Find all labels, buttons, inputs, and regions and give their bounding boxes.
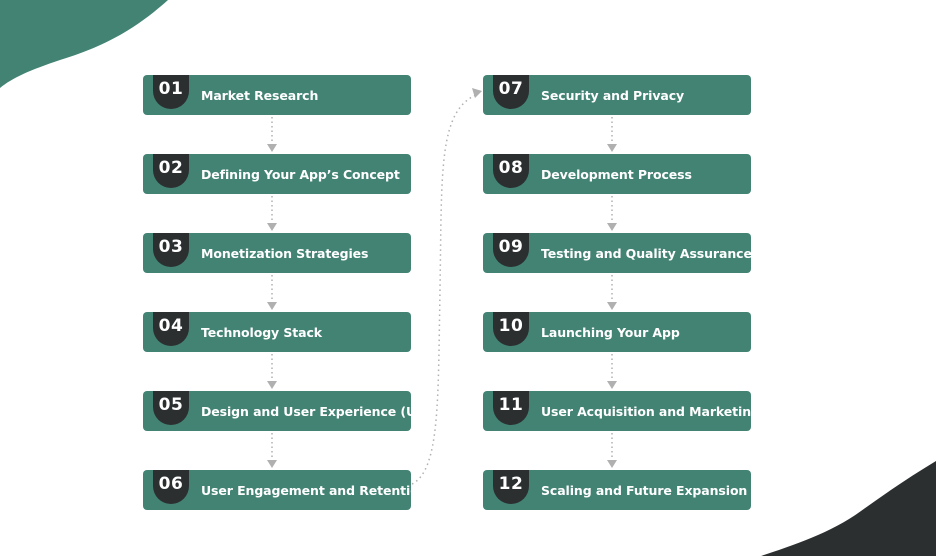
step-label: Development Process (541, 166, 692, 182)
down-arrow-icon (607, 354, 617, 389)
step-label: Technology Stack (201, 324, 322, 340)
step-label: Design and User Experience (UX) (201, 403, 432, 419)
step-label: User Acquisition and Marketing (541, 403, 760, 419)
step-label: User Engagement and Retention (201, 482, 428, 498)
step-label: Testing and Quality Assurance (541, 245, 752, 261)
step-06: 06 User Engagement and Retention (143, 470, 428, 510)
step-number-badge: 09 (493, 233, 529, 267)
down-arrow-icon (607, 433, 617, 468)
down-arrow-icon (267, 275, 277, 310)
step-number-badge: 12 (493, 470, 529, 504)
down-arrow-icon (607, 275, 617, 310)
step-09: 09 Testing and Quality Assurance (483, 233, 752, 273)
step-label: Defining Your App’s Concept (201, 166, 400, 182)
step-number-badge: 08 (493, 154, 529, 188)
down-arrow-icon (267, 196, 277, 231)
step-05: 05 Design and User Experience (UX) (143, 391, 431, 431)
step-number-badge: 03 (153, 233, 189, 267)
step-label: Scaling and Future Expansion (541, 482, 748, 498)
step-number-badge: 01 (153, 75, 189, 109)
step-03: 03 Monetization Strategies (143, 233, 411, 273)
down-arrow-icon (607, 196, 617, 231)
step-label: Market Research (201, 87, 319, 103)
step-number-badge: 06 (153, 470, 189, 504)
step-number-badge: 11 (493, 391, 529, 425)
step-01: 01 Market Research (143, 75, 411, 115)
step-10: 10 Launching Your App (483, 312, 751, 352)
step-number-badge: 10 (493, 312, 529, 346)
top-left-blob (0, 0, 168, 88)
step-number-badge: 07 (493, 75, 529, 109)
step-number-badge: 04 (153, 312, 189, 346)
step-12: 12 Scaling and Future Expansion (483, 470, 751, 510)
step-number-badge: 02 (153, 154, 189, 188)
down-arrow-icon (607, 117, 617, 152)
step-11: 11 User Acquisition and Marketing (483, 391, 760, 431)
bottom-right-blob (761, 461, 936, 556)
down-arrow-icon (267, 354, 277, 389)
step-07: 07 Security and Privacy (483, 75, 751, 115)
step-number-badge: 05 (153, 391, 189, 425)
step-label: Launching Your App (541, 324, 680, 340)
down-arrow-icon (267, 117, 277, 152)
step-label: Monetization Strategies (201, 245, 369, 261)
step-02: 02 Defining Your App’s Concept (143, 154, 411, 194)
step-04: 04 Technology Stack (143, 312, 411, 352)
down-arrow-icon (267, 433, 277, 468)
step-08: 08 Development Process (483, 154, 751, 194)
step-label: Security and Privacy (541, 87, 685, 103)
